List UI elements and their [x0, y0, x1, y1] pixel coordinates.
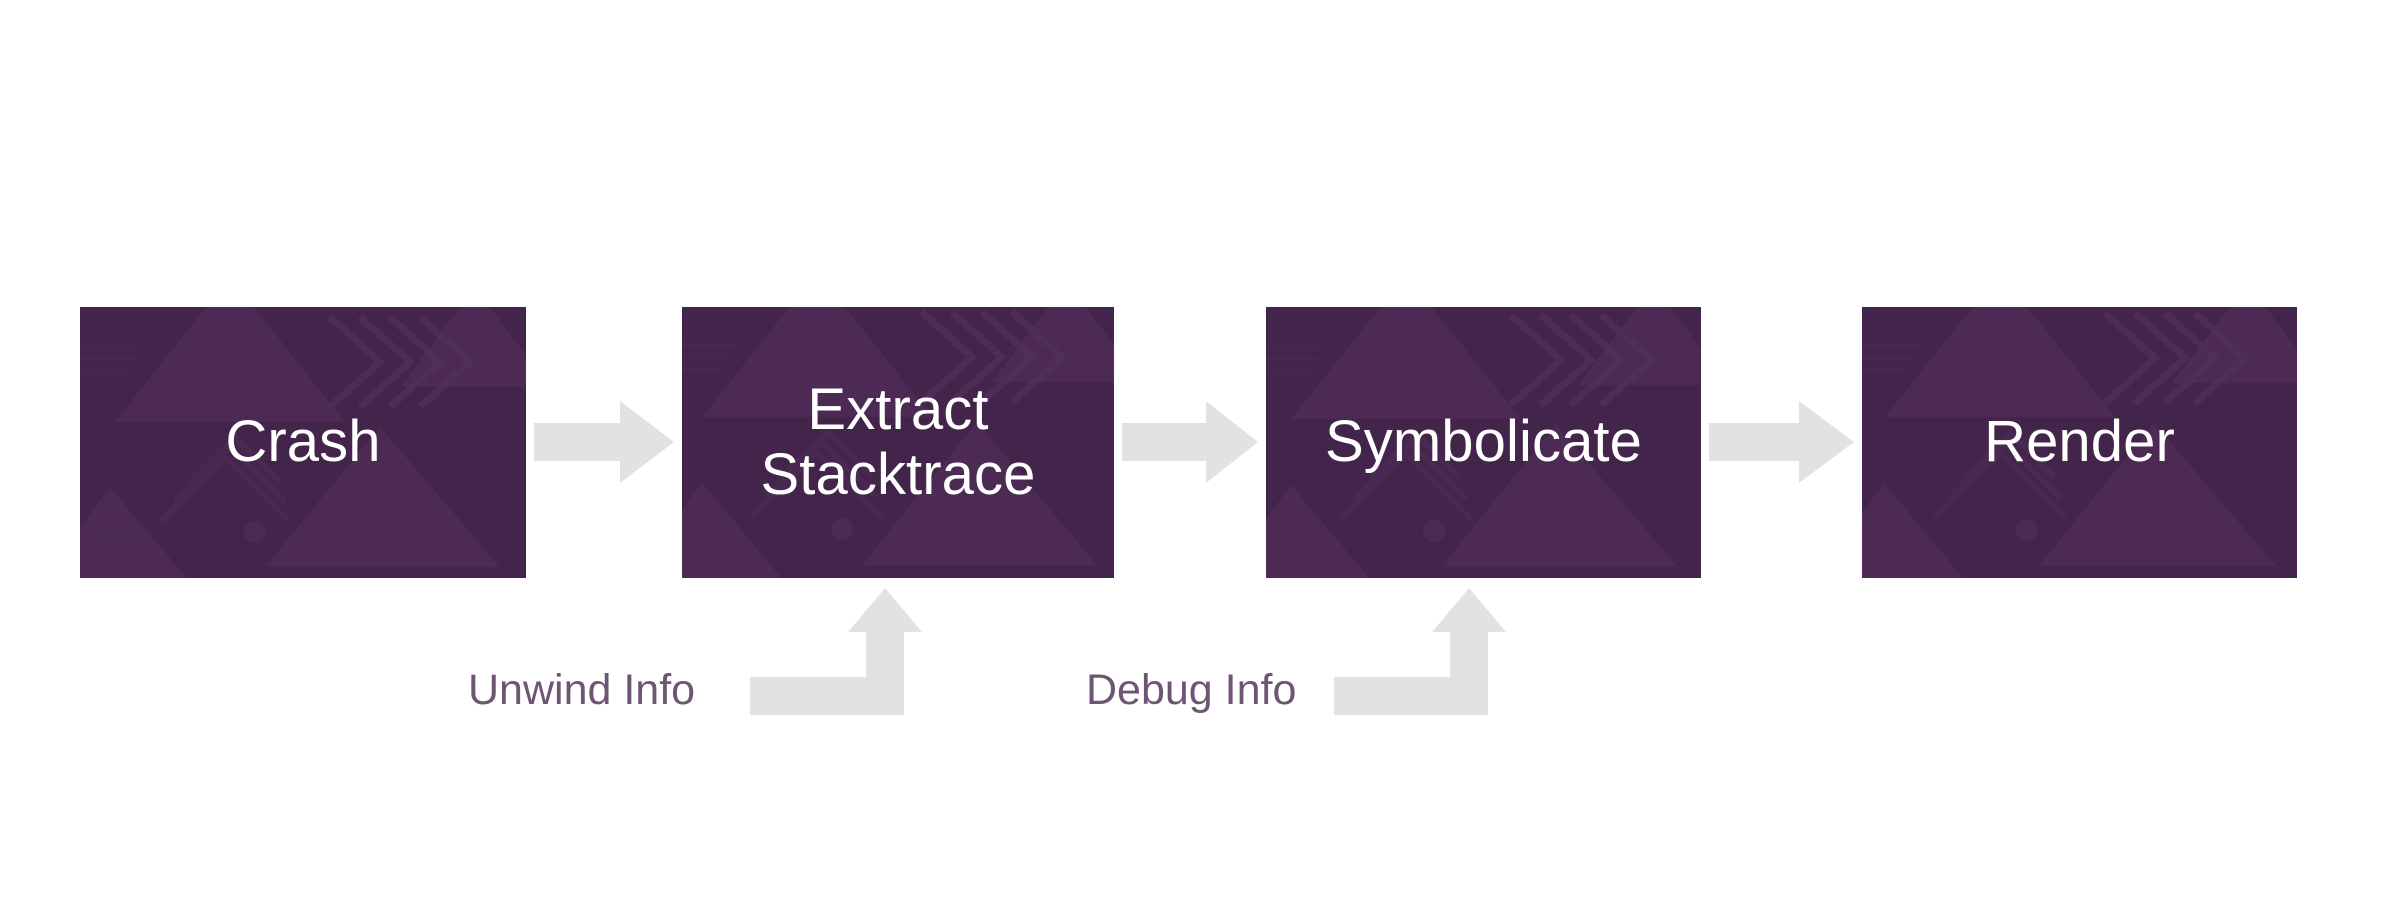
- input-arrow-unwind-info: [750, 588, 922, 715]
- arrow-elbow-up-icon: [1334, 588, 1506, 715]
- stage-label-render: Render: [1984, 409, 2175, 475]
- input-label-debug-info: Debug Info: [1086, 666, 1297, 714]
- arrow-right-icon: [534, 401, 674, 483]
- flow-arrow-symbolicate-to-render: [1709, 401, 1854, 483]
- stage-label-symbolicate: Symbolicate: [1324, 409, 1642, 475]
- arrow-elbow-up-icon: [750, 588, 922, 715]
- arrow-right-icon: [1709, 401, 1854, 483]
- stage-box-render[interactable]: Render: [1862, 307, 2297, 578]
- input-label-unwind-info: Unwind Info: [468, 666, 696, 714]
- stage-box-symbolicate[interactable]: Symbolicate: [1266, 307, 1701, 578]
- stage-box-crash[interactable]: Crash: [80, 307, 526, 578]
- flow-arrow-crash-to-extract: [534, 401, 674, 483]
- stage-box-extract-stacktrace[interactable]: Extract Stacktrace: [682, 307, 1114, 578]
- flow-arrow-extract-to-symbolicate: [1122, 401, 1258, 483]
- stage-label-crash: Crash: [225, 409, 381, 475]
- stage-label-extract-stacktrace: Extract Stacktrace: [760, 376, 1036, 507]
- input-arrow-debug-info: [1334, 588, 1506, 715]
- arrow-right-icon: [1122, 401, 1258, 483]
